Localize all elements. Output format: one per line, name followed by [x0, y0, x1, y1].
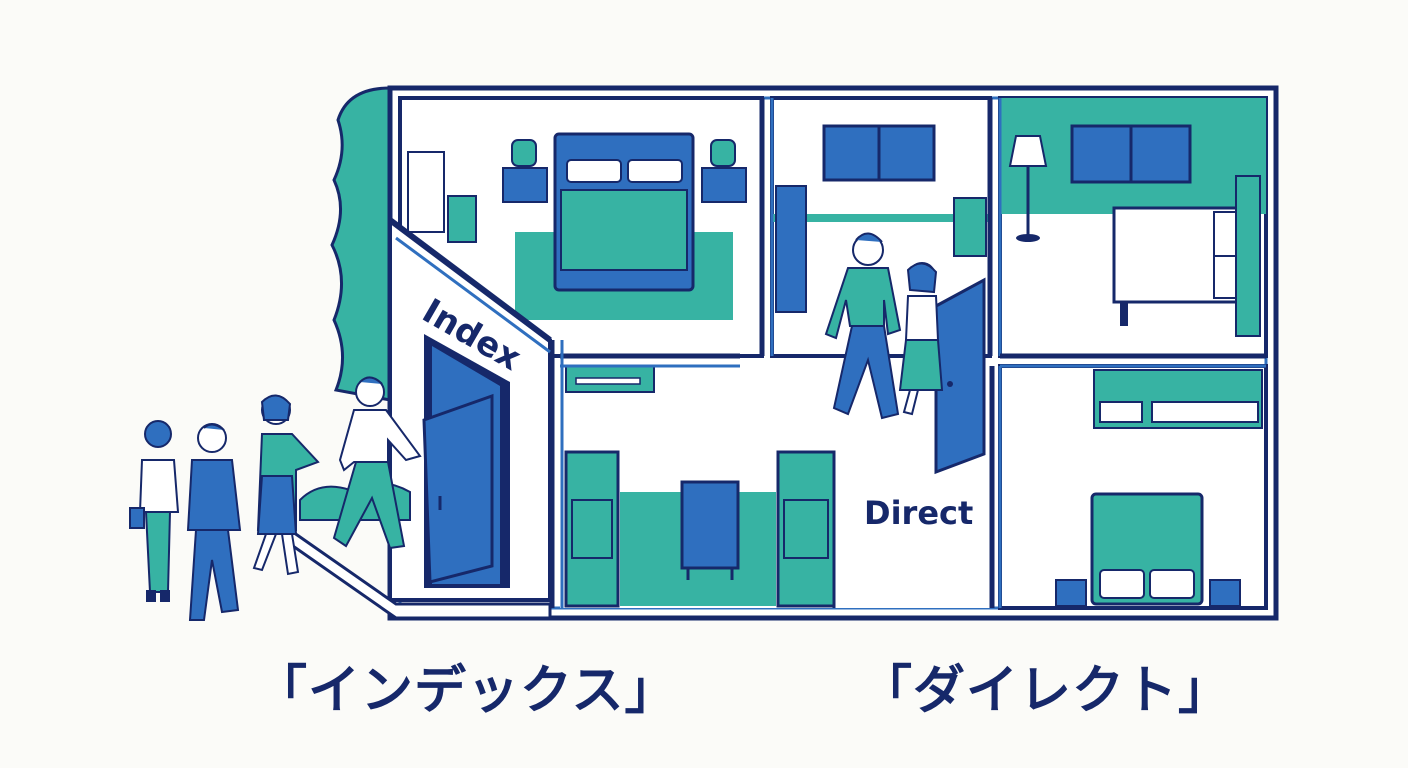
nightstand-left [503, 168, 547, 202]
chair [448, 196, 476, 242]
caption-index: 「インデックス」 [255, 648, 677, 723]
person-woman-queue-1 [130, 421, 178, 602]
nightstand-right [702, 168, 746, 202]
room-guest-bedroom [1000, 98, 1266, 356]
room-bottom-bedroom [1000, 366, 1266, 608]
wardrobe [408, 152, 444, 232]
table [682, 482, 738, 568]
caption-direct: 「ダイレクト」 [860, 648, 1231, 723]
direct-sign-label: Direct [864, 494, 973, 532]
direct-door[interactable] [936, 280, 984, 472]
shelf [776, 186, 806, 312]
person-man-queue-2 [188, 424, 240, 620]
hedge-tree [332, 88, 390, 400]
room-living [560, 366, 992, 608]
